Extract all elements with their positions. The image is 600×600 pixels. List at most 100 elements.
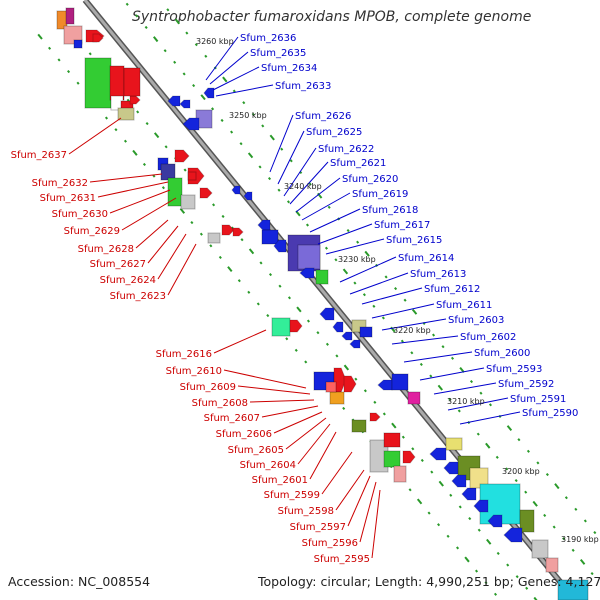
gene-label[interactable]: Sfum_2626 <box>295 111 351 122</box>
gene-forward[interactable] <box>351 419 367 433</box>
gene-forward[interactable] <box>232 227 244 237</box>
gene-label[interactable]: Sfum_2597 <box>290 522 346 533</box>
gene-label[interactable]: Sfum_2595 <box>314 554 370 565</box>
gene-label[interactable]: Sfum_2619 <box>352 189 408 200</box>
gene-forward[interactable] <box>199 187 213 199</box>
gene-reverse[interactable] <box>469 467 489 489</box>
gene-reverse[interactable] <box>297 244 321 270</box>
gene-label[interactable]: Sfum_2616 <box>156 349 212 360</box>
gene-forward[interactable] <box>402 450 416 464</box>
gene-reverse[interactable] <box>557 579 589 600</box>
gene-forward[interactable] <box>187 171 197 181</box>
gene-forward[interactable] <box>369 412 381 422</box>
gene-reverse[interactable] <box>315 269 329 285</box>
gene-label[interactable]: Sfum_2628 <box>78 244 134 255</box>
gene-reverse[interactable] <box>243 191 253 201</box>
gene-label[interactable]: Sfum_2633 <box>275 81 331 92</box>
gene-label[interactable]: Sfum_2629 <box>64 226 120 237</box>
gene-label[interactable]: Sfum_2602 <box>460 332 516 343</box>
gene-reverse[interactable] <box>377 379 393 391</box>
gene-reverse[interactable] <box>319 307 335 321</box>
gene-label[interactable]: Sfum_2593 <box>486 364 542 375</box>
gene-label[interactable]: Sfum_2605 <box>228 445 284 456</box>
gene-label[interactable]: Sfum_2600 <box>474 348 530 359</box>
gene-reverse[interactable] <box>73 39 83 49</box>
gene-forward[interactable] <box>167 177 183 207</box>
gene-label[interactable]: Sfum_2604 <box>240 460 296 471</box>
gene-label[interactable]: Sfum_2631 <box>40 193 96 204</box>
gene-reverse[interactable] <box>461 487 477 501</box>
gene-label[interactable]: Sfum_2618 <box>362 205 418 216</box>
gene-forward[interactable] <box>383 450 401 468</box>
gene-label[interactable]: Sfum_2630 <box>52 209 108 220</box>
gene-reverse[interactable] <box>299 267 315 279</box>
gene-forward[interactable] <box>129 95 141 105</box>
gene-label[interactable]: Sfum_2615 <box>386 235 442 246</box>
gene-forward[interactable] <box>383 432 401 448</box>
gene-label[interactable]: Sfum_2590 <box>522 408 578 419</box>
gene-reverse[interactable] <box>341 331 353 341</box>
gene-forward[interactable] <box>271 317 291 337</box>
gene-forward[interactable] <box>174 149 190 163</box>
gene-label[interactable]: Sfum_2613 <box>410 269 466 280</box>
gene-reverse[interactable] <box>179 99 191 109</box>
gene-label[interactable]: Sfum_2606 <box>216 429 272 440</box>
gene-reverse[interactable] <box>167 95 181 107</box>
gene-forward[interactable] <box>65 7 75 25</box>
gene-reverse[interactable] <box>182 117 200 131</box>
gene-forward[interactable] <box>180 194 196 210</box>
gene-reverse[interactable] <box>359 326 373 338</box>
gene-reverse[interactable] <box>443 461 459 475</box>
gene-forward[interactable] <box>84 57 112 109</box>
gene-reverse[interactable] <box>445 437 463 451</box>
gene-forward[interactable] <box>207 232 221 244</box>
gene-reverse[interactable] <box>545 557 559 573</box>
gene-label[interactable]: Sfum_2599 <box>264 490 320 501</box>
gene-label[interactable]: Sfum_2635 <box>250 48 306 59</box>
gene-label[interactable]: Sfum_2611 <box>436 300 492 311</box>
gene-forward[interactable] <box>63 25 83 45</box>
gene-reverse[interactable] <box>349 339 361 349</box>
gene-reverse[interactable] <box>257 219 271 231</box>
gene-label[interactable]: Sfum_2601 <box>252 475 308 486</box>
gene-forward[interactable] <box>92 33 104 43</box>
gene-label[interactable]: Sfum_2612 <box>424 284 480 295</box>
gene-reverse[interactable] <box>407 391 421 405</box>
gene-reverse[interactable] <box>391 373 409 391</box>
gene-label[interactable]: Sfum_2620 <box>342 174 398 185</box>
gene-label[interactable]: Sfum_2609 <box>180 382 236 393</box>
gene-forward[interactable] <box>325 381 337 393</box>
gene-label[interactable]: Sfum_2592 <box>498 379 554 390</box>
gene-forward[interactable] <box>329 391 345 405</box>
gene-label[interactable]: Sfum_2608 <box>192 398 248 409</box>
gene-reverse[interactable] <box>531 539 549 559</box>
gene-reverse[interactable] <box>429 447 447 461</box>
gene-reverse[interactable] <box>473 499 489 513</box>
gene-reverse[interactable] <box>203 87 215 99</box>
gene-label[interactable]: Sfum_2636 <box>240 33 296 44</box>
gene-label[interactable]: Sfum_2627 <box>90 259 146 270</box>
gene-label[interactable]: Sfum_2603 <box>448 315 504 326</box>
gene-label[interactable]: Sfum_2607 <box>204 413 260 424</box>
gene-label[interactable]: Sfum_2634 <box>261 63 317 74</box>
gene-forward[interactable] <box>221 224 235 236</box>
gene-label[interactable]: Sfum_2596 <box>302 538 358 549</box>
gene-reverse[interactable] <box>231 185 241 195</box>
gene-label[interactable]: Sfum_2614 <box>398 253 454 264</box>
gene-forward[interactable] <box>109 65 125 101</box>
gene-label[interactable]: Sfum_2598 <box>278 506 334 517</box>
gene-forward[interactable] <box>117 107 135 121</box>
gene-reverse[interactable] <box>332 321 344 333</box>
gene-label[interactable]: Sfum_2622 <box>318 144 374 155</box>
gene-reverse[interactable] <box>503 527 523 543</box>
gene-label[interactable]: Sfum_2610 <box>166 366 222 377</box>
gene-reverse[interactable] <box>519 509 535 533</box>
gene-reverse[interactable] <box>261 229 279 245</box>
gene-reverse[interactable] <box>273 239 287 253</box>
gene-label[interactable]: Sfum_2632 <box>32 178 88 189</box>
gene-reverse[interactable] <box>451 474 467 488</box>
gene-reverse[interactable] <box>487 514 503 528</box>
gene-label[interactable]: Sfum_2591 <box>510 394 566 405</box>
gene-label[interactable]: Sfum_2637 <box>11 150 67 161</box>
